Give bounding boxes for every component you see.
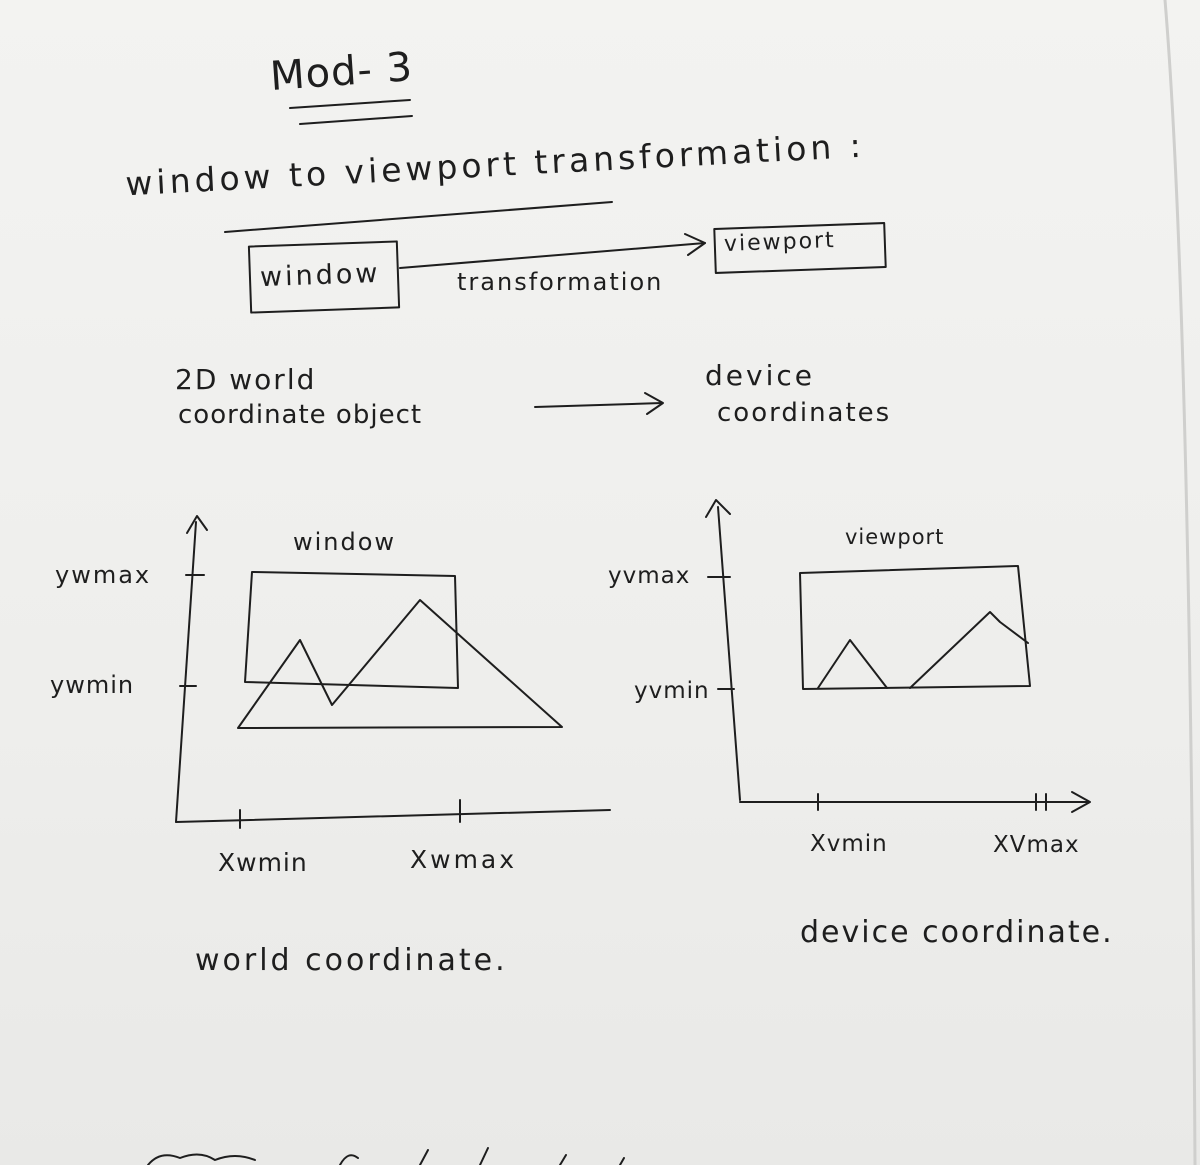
world-object-shape: [237, 599, 563, 729]
world-xwmin-label: Xwmin: [218, 848, 308, 877]
world-y-axis-arrowhead: [186, 515, 208, 534]
world-window-label: window: [293, 528, 397, 556]
world-caption: world coordinate.: [195, 943, 508, 978]
device-y-axis-arrowhead: [705, 499, 731, 518]
source-label-line2: coordinate object: [178, 400, 423, 430]
device-xvmax-label: XVmax: [993, 832, 1080, 858]
device-caption: device coordinate.: [800, 915, 1114, 950]
device-viewport-label: viewport: [845, 525, 945, 549]
device-yvmax-label: yvmax: [608, 563, 691, 589]
source-label-line1: 2D world: [175, 363, 317, 396]
device-xvmin-label: Xvmin: [810, 831, 888, 857]
heading-underline-1: [289, 99, 411, 109]
device-yvmin-label: yvmin: [634, 678, 710, 704]
device-viewport-rect: [799, 565, 1031, 690]
mapping-arrow-shaft: [534, 402, 663, 408]
world-y-axis: [175, 521, 197, 823]
next-line-scribble-2: [339, 1154, 359, 1165]
world-window-rect: [244, 571, 459, 689]
world-ywmin-label: ywmin: [50, 671, 135, 699]
topic-underline: [224, 201, 613, 233]
window-box-label: window: [259, 257, 381, 294]
heading-underline-2: [299, 115, 413, 125]
transformation-label: transformation: [457, 268, 664, 296]
target-label-line2: coordinates: [717, 398, 892, 428]
page-edge: [1163, 0, 1197, 1165]
device-clipped-peak: [817, 639, 888, 689]
transformation-arrow-shaft: [399, 242, 706, 269]
transformation-arrow-head: [684, 233, 706, 256]
next-line-scribble-1: [147, 1153, 256, 1165]
window-box-outline: [247, 240, 401, 314]
target-label-line1: device: [705, 359, 815, 392]
next-line-scribble-6: [619, 1157, 625, 1165]
next-line-scribble-3: [419, 1149, 429, 1165]
world-xwmax-label: Xwmax: [410, 845, 518, 874]
mapping-arrow-head: [644, 392, 664, 415]
next-line-scribble-5: [559, 1154, 567, 1165]
device-clipped-slope: [909, 611, 1029, 689]
viewport-box-label: viewport: [723, 228, 837, 257]
world-x-axis: [175, 809, 611, 823]
page-heading: Mod- 3: [268, 44, 415, 100]
next-line-scribble-4: [479, 1147, 489, 1165]
device-y-axis: [717, 506, 741, 801]
device-x-axis-arrowhead: [1071, 791, 1091, 813]
world-ywmax-label: ywmax: [55, 561, 152, 589]
viewport-box-outline: [713, 222, 887, 274]
